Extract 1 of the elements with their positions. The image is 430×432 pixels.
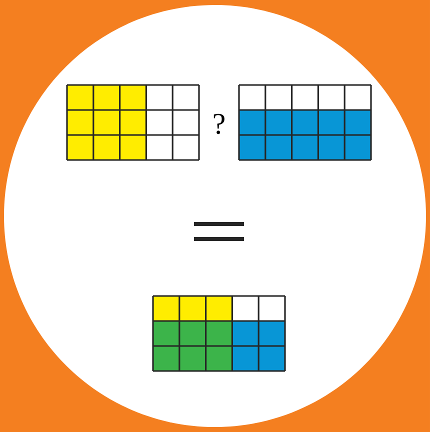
question-mark: ? bbox=[214, 114, 224, 134]
